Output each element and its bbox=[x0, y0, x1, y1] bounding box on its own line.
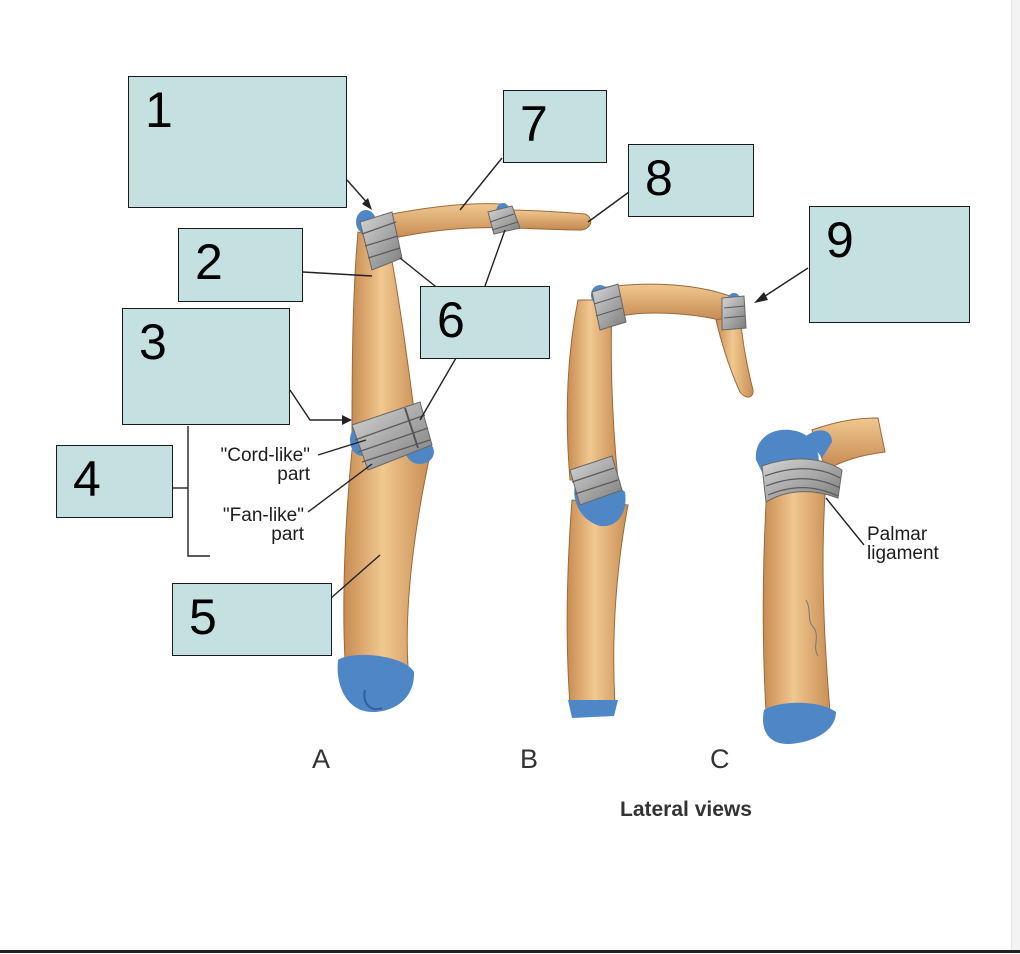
label-box-3[interactable]: 3 bbox=[122, 308, 290, 425]
label-box-6[interactable]: 6 bbox=[420, 286, 550, 359]
view-b-finger bbox=[566, 283, 754, 718]
fan-like-line-1: "Fan-like" bbox=[222, 505, 304, 526]
fan-like-annotation: "Fan-like" part bbox=[186, 506, 304, 544]
bottom-divider bbox=[0, 950, 1020, 953]
view-label-b: B bbox=[520, 744, 539, 774]
label-number: 2 bbox=[195, 234, 223, 290]
label-box-8[interactable]: 8 bbox=[628, 144, 754, 217]
label-number: 6 bbox=[437, 292, 465, 348]
view-a-finger bbox=[337, 203, 592, 712]
palmar-line-2: ligament bbox=[867, 543, 939, 564]
palmar-line-1: Palmar bbox=[867, 524, 928, 545]
label-number: 7 bbox=[520, 96, 548, 152]
label-box-7[interactable]: 7 bbox=[503, 90, 607, 163]
palmar-ligament-annotation: Palmar ligament bbox=[867, 525, 977, 563]
label-box-1[interactable]: 1 bbox=[128, 76, 347, 208]
label-number: 1 bbox=[145, 82, 173, 138]
label-box-5[interactable]: 5 bbox=[172, 583, 332, 656]
leader-lines bbox=[172, 157, 865, 599]
cord-like-line-2: part bbox=[277, 464, 310, 485]
label-box-2[interactable]: 2 bbox=[178, 228, 303, 302]
vertical-scrollbar[interactable] bbox=[1011, 0, 1020, 950]
cord-like-annotation: "Cord-like" part bbox=[186, 446, 310, 484]
label-number: 4 bbox=[73, 451, 101, 507]
figure-caption: Lateral views bbox=[620, 798, 752, 821]
label-number: 3 bbox=[139, 314, 167, 370]
cord-like-line-1: "Cord-like" bbox=[220, 445, 310, 466]
label-number: 9 bbox=[826, 212, 854, 268]
label-number: 8 bbox=[645, 150, 673, 206]
label-box-4[interactable]: 4 bbox=[56, 445, 173, 518]
view-label-a: A bbox=[312, 744, 331, 774]
fan-like-line-2: part bbox=[271, 524, 304, 545]
view-label-c: C bbox=[710, 744, 730, 774]
label-box-9[interactable]: 9 bbox=[809, 206, 970, 323]
view-c-finger bbox=[755, 417, 886, 745]
label-number: 5 bbox=[189, 589, 217, 645]
